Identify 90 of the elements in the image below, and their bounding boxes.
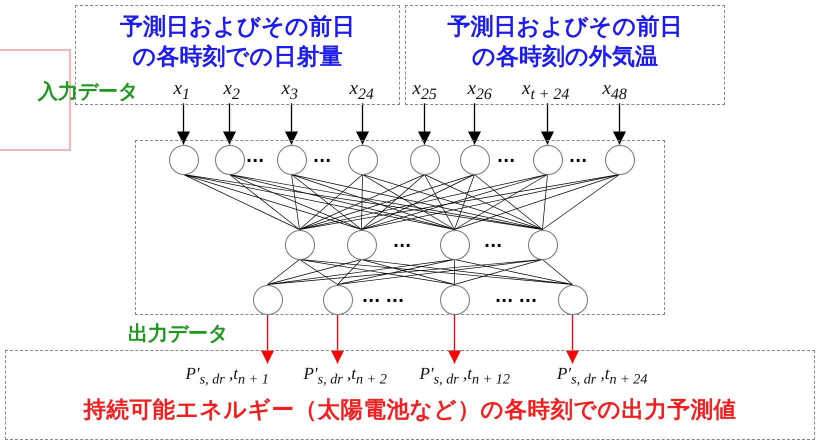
neuron-circle: [346, 230, 376, 260]
ellipsis: ···: [313, 150, 332, 172]
connection-line: [183, 174, 300, 230]
output-frame: [5, 350, 815, 440]
connection-line: [299, 174, 425, 230]
input-frame: [405, 5, 725, 105]
arrow: [177, 103, 190, 144]
output-variable: P′$_{s, dr}$ ,t$_{n + 12}$: [420, 364, 510, 388]
connection-line: [291, 174, 300, 230]
input-variable: x$_{48}$: [602, 78, 627, 104]
connection-line: [454, 174, 475, 230]
connection-line: [474, 174, 543, 230]
arrow: [448, 314, 461, 364]
neuron-circle: [284, 230, 314, 260]
input-variable: x$_{1}$: [174, 78, 190, 104]
connection-line: [229, 174, 300, 230]
neuron-circle: [532, 144, 562, 174]
output-variable: P′$_{s, dr}$ ,t$_{n + 24}$: [557, 364, 648, 388]
arrow: [566, 314, 579, 364]
output-variable: P′$_{s, dr}$ ,t$_{n + 1}$: [186, 364, 269, 388]
input-variable: x$_{2}$: [224, 78, 240, 104]
connection-line: [299, 259, 455, 285]
connection-line: [361, 174, 475, 230]
neuron-circle: [440, 284, 470, 314]
arrow: [418, 103, 431, 144]
neuron-circle: [322, 284, 352, 314]
ellipsis: ···: [497, 150, 516, 172]
ellipsis: ···: [393, 235, 412, 257]
connection-line: [229, 174, 362, 230]
connection-line: [454, 174, 620, 230]
neuron-circle: [460, 144, 490, 174]
neuron-circle: [410, 144, 440, 174]
connection-line: [454, 259, 543, 285]
neuron-circle: [276, 144, 306, 174]
connection-line: [362, 174, 455, 230]
connection-line: [229, 174, 455, 230]
ellipsis: ···: [484, 235, 502, 257]
output-description: 持続可能エネルギー（太陽電池など）の各時刻での出力予測値: [82, 396, 738, 425]
connection-line: [424, 174, 455, 230]
connection-line: [361, 174, 363, 230]
neuron-circle: [252, 284, 282, 314]
network-frame: [135, 140, 665, 315]
neuron-circle: [348, 144, 378, 174]
neuron-circle: [168, 144, 198, 174]
arrow: [541, 103, 554, 144]
connection-line: [361, 259, 455, 285]
connection-line: [361, 174, 425, 230]
arrow: [261, 314, 274, 364]
arrow: [331, 314, 344, 364]
connection-line: [299, 259, 338, 285]
connection-line: [291, 174, 455, 230]
connection-line: [424, 174, 543, 230]
output-variable: P′$_{s, dr}$ ,t$_{n + 2}$: [304, 364, 387, 388]
connection-line: [183, 174, 455, 230]
arrow: [356, 103, 369, 144]
connection-line: [454, 259, 455, 285]
connection-line: [542, 259, 573, 285]
ellipsis: ··· ···: [495, 290, 538, 312]
ellipsis: ··· ···: [362, 290, 404, 312]
input-description: 予測日およびその前日の各時刻の外気温: [446, 13, 684, 72]
input-frame: [75, 5, 400, 105]
data-label: 入力データ: [38, 80, 138, 102]
input-variable: x$_{25}$: [412, 78, 437, 104]
arrow: [468, 103, 481, 144]
connection-line: [267, 259, 300, 285]
data-label: 出力データ: [128, 322, 228, 344]
neuron-circle: [440, 230, 470, 260]
connection-line: [542, 174, 548, 230]
input-variable: x$_{24}$: [350, 78, 374, 104]
ellipsis: ···: [246, 150, 264, 172]
arrow: [223, 103, 236, 144]
neuron-circle: [604, 144, 634, 174]
arrow: [613, 103, 626, 144]
input-description: 予測日およびその前日の各時刻での日射量: [119, 13, 356, 72]
input-variable: x$_{t + 24}$: [522, 78, 570, 104]
neuron-circle: [528, 230, 558, 260]
arrow: [285, 103, 298, 144]
input-variable: x$_{3}$: [282, 78, 298, 104]
connection-line: [454, 174, 548, 230]
connection-line: [299, 174, 475, 230]
connection-line: [454, 259, 573, 285]
ellipsis: ···: [569, 150, 588, 172]
neuron-circle: [214, 144, 244, 174]
connection-line: [542, 174, 620, 230]
connection-line: [337, 259, 455, 285]
connection-line: [267, 259, 362, 285]
neuron-circle: [558, 284, 588, 314]
connection-line: [183, 174, 362, 230]
connection-line: [337, 259, 362, 285]
input-variable: x$_{26}$: [468, 78, 492, 104]
